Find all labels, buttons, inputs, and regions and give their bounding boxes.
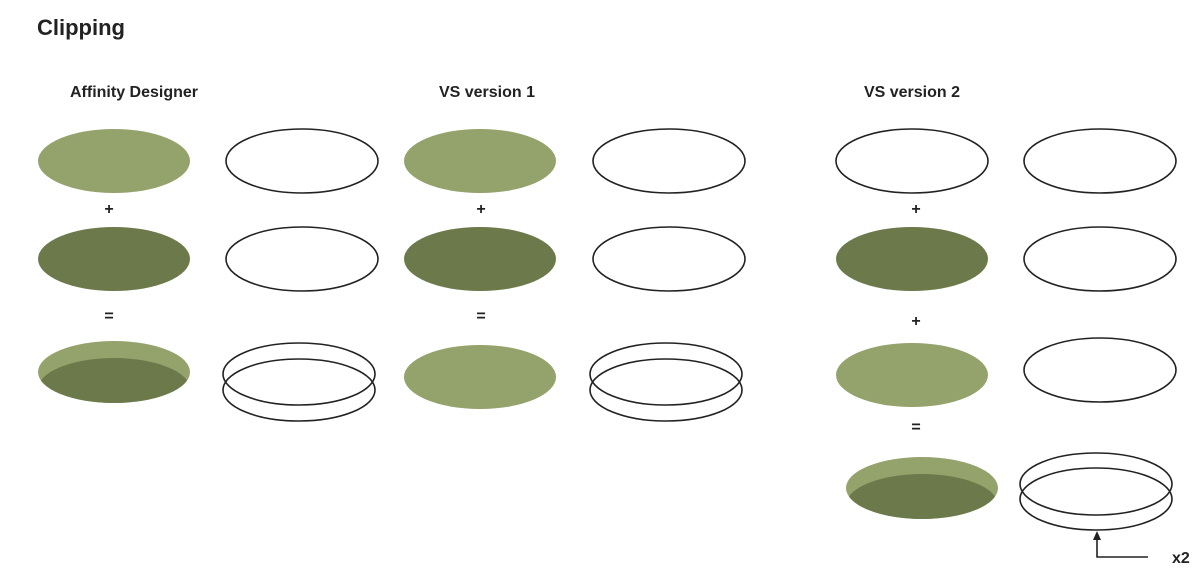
outline-double xyxy=(222,342,376,422)
outline-ellipse xyxy=(225,226,379,292)
outline-ellipse xyxy=(1023,337,1177,403)
x2-annotation: x2 xyxy=(1172,550,1190,567)
equals-sign: = xyxy=(104,308,113,325)
outline-double xyxy=(1019,452,1173,531)
clipped-result xyxy=(38,341,190,403)
light-ellipse xyxy=(404,129,556,193)
outline-ellipse xyxy=(225,128,379,194)
light-ellipse xyxy=(836,343,988,407)
light-ellipse xyxy=(38,129,190,193)
outline-ellipse xyxy=(592,226,746,292)
equals-sign: = xyxy=(911,419,920,436)
heading-affinity: Affinity Designer xyxy=(70,84,198,101)
arrow-icon xyxy=(1093,531,1148,558)
equals-sign: = xyxy=(476,308,485,325)
outline-ellipse xyxy=(592,128,746,194)
heading-vs1: VS version 1 xyxy=(439,84,535,101)
clipped-result xyxy=(846,457,998,519)
dark-ellipse xyxy=(404,227,556,291)
plus-sign: + xyxy=(476,201,485,218)
heading-vs2: VS version 2 xyxy=(864,84,960,101)
page-title: Clipping xyxy=(37,15,125,40)
plus-sign: + xyxy=(911,313,920,330)
dark-ellipse xyxy=(836,227,988,291)
result-ellipse xyxy=(404,345,556,409)
outline-ellipse xyxy=(1023,226,1177,292)
outline-ellipse xyxy=(835,128,989,194)
plus-sign: + xyxy=(104,201,113,218)
outline-ellipse xyxy=(1023,128,1177,194)
plus-sign: + xyxy=(911,201,920,218)
outline-double xyxy=(589,342,743,422)
dark-ellipse xyxy=(38,227,190,291)
